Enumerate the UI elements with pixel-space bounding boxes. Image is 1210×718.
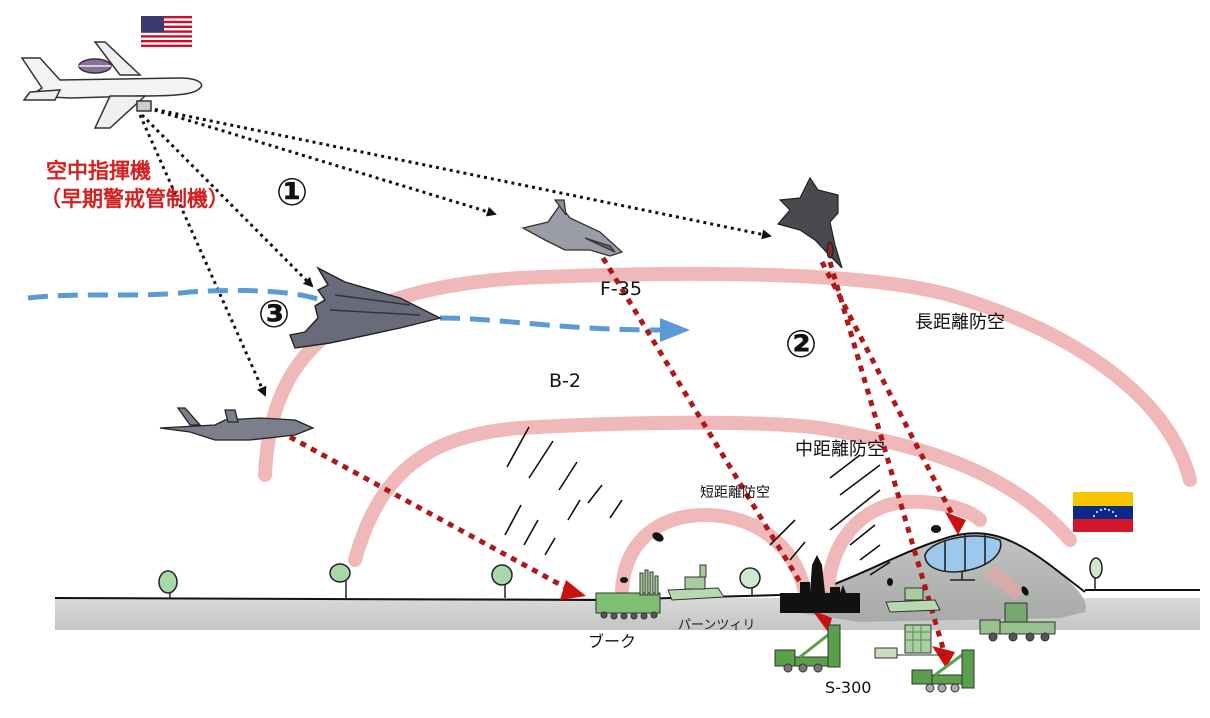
s300-launcher-right: [911, 649, 975, 693]
b2-flight-path: [27, 287, 690, 342]
missile-markers: [620, 525, 1029, 596]
medium-range-zone-arc: [348, 415, 1077, 567]
medium-range-air-defense-label: 中距離防空: [795, 439, 885, 460]
hill-pantsir: [885, 587, 941, 613]
long-range-air-defense-label: 長距離防空: [915, 312, 1005, 333]
step-marker-2: ②: [785, 322, 818, 366]
f35-label: F-35: [600, 278, 642, 300]
buk-launcher: [595, 569, 661, 620]
usa-flag: [141, 16, 192, 47]
pantsir-label: パーンツィリ: [678, 618, 756, 633]
s300-launcher-left: [774, 624, 841, 673]
attack-arrowheads: [560, 512, 966, 668]
trees: [158, 557, 1103, 598]
b2-label: B-2: [549, 370, 581, 392]
short-range-zone-arc-left: [615, 507, 812, 599]
grid-radar-truck: [874, 624, 945, 659]
pantsir-system: [667, 564, 725, 601]
radar-coverage-hatching: [504, 426, 891, 576]
city-silhouette: [780, 555, 860, 613]
stealth-fighter-aircraft: [776, 176, 843, 269]
f35-aircraft: [521, 199, 624, 257]
flight-path-arrowhead: [660, 318, 690, 342]
command-aircraft-title: 空中指揮機: [46, 159, 151, 183]
awacs-aircraft: [20, 41, 203, 129]
b2-bomber-aircraft: [289, 266, 443, 349]
s300-label: S-300: [825, 678, 872, 697]
command-aircraft-subtitle: （早期警戒管制機）: [40, 187, 229, 211]
radar-dome: [924, 535, 1002, 581]
radar-truck: [979, 602, 1056, 642]
attack-lines: [288, 256, 958, 656]
buk-label: ブーク: [588, 632, 637, 651]
step-marker-3: ③: [258, 292, 291, 336]
hill-zone-arc: [985, 564, 1025, 601]
short-range-air-defense-label: 短距離防空: [700, 485, 770, 501]
short-range-zone-arc-right: [821, 494, 987, 592]
command-links: [138, 106, 772, 397]
venezuela-flag: [1073, 492, 1133, 532]
step-marker-1: ①: [276, 170, 309, 214]
low-fighter-aircraft: [159, 407, 315, 441]
